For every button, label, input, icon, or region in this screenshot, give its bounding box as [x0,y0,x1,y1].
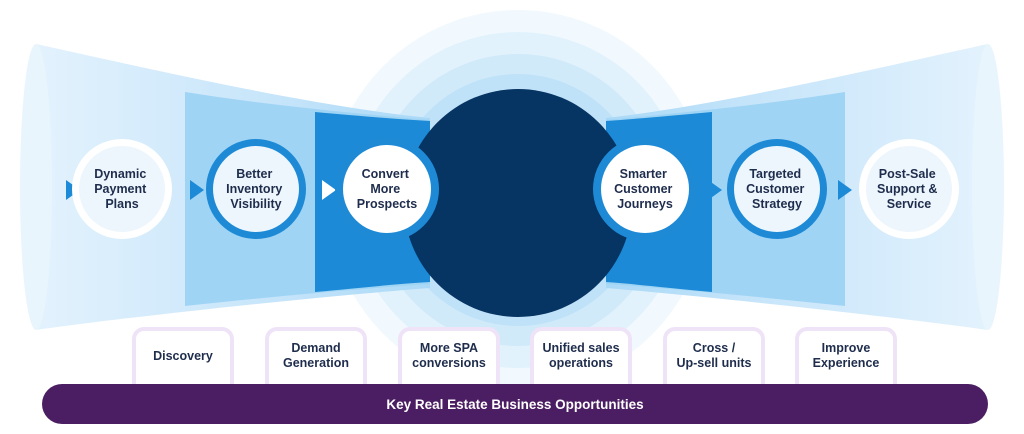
card-label: More SPA conversions [412,341,486,370]
node-label-line: Payment [94,182,147,196]
central-hub [404,89,632,317]
node-label-line: Customer [614,182,672,196]
node-circle [343,145,431,233]
node-label-line: Plans [105,197,138,211]
node-circle [79,146,165,232]
node-label-line: Customer [746,182,804,196]
node-circle [866,146,952,232]
opportunities-banner: Key Real Estate Business Opportunities [42,384,988,424]
node-post-sale-support-service: Post-Sale Support & Service [859,139,959,239]
node-label-line: More [370,182,400,196]
opportunity-card-more-spa-conversions: More SPA conversions [398,327,500,389]
node-convert-more-prospects: Convert More Prospects [322,137,439,241]
node-label-line: Journeys [617,197,673,211]
node-label-line: Support & [877,182,937,196]
svg-text:Post-Sale Support &: Post-Sale Support & Service [877,167,941,211]
node-smarter-customer-journeys: Smarter Customer Journeys [593,137,722,241]
banner-label: Key Real Estate Business Opportunities [386,396,644,412]
opportunity-card-demand-generation: Demand Generation [265,327,367,389]
node-label-line: Visibility [230,197,281,211]
node-label-line: Inventory [226,182,282,196]
opportunity-card-discovery: Discovery [132,327,234,389]
node-label-line: Better [236,167,272,181]
svg-text:Better Inventory V: Better Inventory Visibility [226,167,286,211]
node-label-line: Strategy [752,197,802,211]
left-funnel-mouth [20,44,52,330]
card-label: Discovery [153,348,213,363]
node-label-line: Convert [362,167,410,181]
node-label-line: Prospects [357,197,417,211]
svg-text:Targeted Customer: Targeted Customer Strategy [746,167,808,211]
node-arrow-pointer [322,180,336,200]
node-label-line: Smarter [620,167,667,181]
right-funnel-mouth [972,44,1004,330]
node-targeted-customer-strategy: Targeted Customer Strategy [727,139,852,239]
opportunity-card-cross-up-sell-units: Cross / Up-sell units [663,327,765,389]
card-label: Improve Experience [812,341,880,370]
svg-text:Convert More Prosp: Convert More Prospects [357,167,417,211]
node-better-inventory-visibility: Better Inventory Visibility [190,139,306,239]
node-arrow-pointer [838,180,852,200]
card-label: Demand Generation [283,341,349,370]
card-label: Unified sales operations [542,341,620,370]
node-label-line: Post-Sale [879,167,936,181]
node-circle [601,145,689,233]
node-dynamic-payment-plans: Dynamic Payment Plans [66,139,172,239]
opportunity-card-unified-sales-operations: Unified sales operations [530,327,632,389]
node-circle [734,146,820,232]
node-label-line: Service [887,197,932,211]
card-label: Cross / Up-sell units [676,341,752,370]
svg-text:Smarter Customer J: Smarter Customer Journeys [614,167,676,211]
svg-text:Dynamic Payment Pl: Dynamic Payment Plans [94,167,150,211]
node-label-line: Dynamic [94,167,146,181]
node-arrow-pointer [190,180,204,200]
node-label-line: Targeted [749,167,801,181]
node-circle [213,146,299,232]
node-arrow-pointer [708,180,722,200]
opportunity-card-improve-experience: Improve Experience [795,327,897,389]
